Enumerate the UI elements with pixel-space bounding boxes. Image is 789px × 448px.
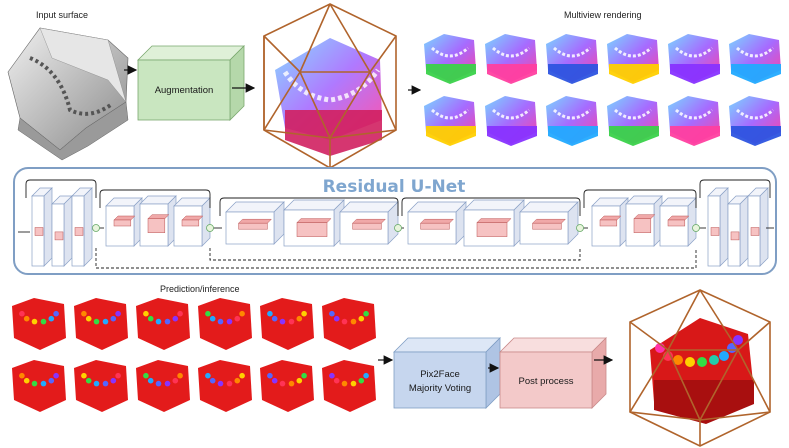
residual-add-node bbox=[576, 224, 584, 232]
prediction-label: Prediction/inference bbox=[160, 284, 240, 294]
prediction-thumbnail bbox=[12, 298, 66, 350]
prediction-thumbnail bbox=[322, 298, 376, 350]
layer-slab-vertical bbox=[71, 187, 93, 267]
layer-slab bbox=[339, 201, 399, 245]
multiview-thumbnail bbox=[424, 96, 476, 146]
prediction-thumbnail bbox=[198, 298, 252, 350]
prediction-thumbnail bbox=[260, 298, 314, 350]
prediction-thumbnail bbox=[74, 360, 128, 412]
post-process-box: Post process bbox=[499, 337, 607, 409]
multiview-thumbnail bbox=[607, 96, 659, 146]
layer-slab bbox=[591, 197, 629, 247]
layer-slab bbox=[659, 197, 697, 247]
unet-connections bbox=[18, 179, 774, 269]
prediction-thumbnail bbox=[260, 360, 314, 412]
majority-voting-label: Majority Voting bbox=[409, 383, 471, 394]
residual-add-node bbox=[92, 224, 100, 232]
residual-add-node bbox=[394, 224, 402, 232]
augmentation-label: Augmentation bbox=[155, 85, 214, 96]
unet-title: Residual U-Net bbox=[323, 177, 466, 197]
input-surface-jaw bbox=[7, 27, 129, 161]
pix2face-label: Pix2Face bbox=[420, 369, 460, 380]
layer-slab-vertical bbox=[747, 187, 769, 267]
augmentation-box: Augmentation bbox=[137, 45, 245, 121]
multiview-thumbnail bbox=[607, 34, 659, 84]
multiview-thumbnail bbox=[668, 96, 720, 146]
layer-slab-vertical bbox=[727, 195, 749, 267]
multiview-rendering-label: Multiview rendering bbox=[564, 10, 642, 20]
layer-slab-vertical bbox=[31, 187, 53, 267]
layer-slab bbox=[625, 195, 663, 247]
multiview-thumbnail bbox=[729, 34, 781, 84]
post-process-label: Post process bbox=[519, 376, 574, 387]
icosahedron-output bbox=[629, 289, 771, 447]
input-surface-label: Input surface bbox=[36, 10, 88, 20]
prediction-thumbnail bbox=[74, 298, 128, 350]
multiview-thumbnail bbox=[729, 96, 781, 146]
prediction-thumbnail bbox=[198, 360, 252, 412]
layer-slab bbox=[283, 199, 345, 247]
residual-add-node bbox=[206, 224, 214, 232]
layer-slab-vertical bbox=[51, 195, 73, 267]
prediction-thumbnail bbox=[322, 360, 376, 412]
pix2face-box: Pix2Face Majority Voting bbox=[393, 337, 501, 409]
multiview-thumbnail bbox=[485, 96, 537, 146]
multiview-thumbnail bbox=[546, 96, 598, 146]
layer-slab bbox=[225, 201, 285, 245]
multiview-thumbnail bbox=[485, 34, 537, 84]
layer-slab bbox=[173, 197, 211, 247]
multiview-thumbnail bbox=[424, 34, 476, 84]
unet-frame bbox=[13, 167, 777, 275]
multiview-grid bbox=[424, 34, 781, 146]
prediction-thumbnail bbox=[136, 298, 190, 350]
multiview-thumbnail bbox=[668, 34, 720, 84]
prediction-thumbnail bbox=[136, 360, 190, 412]
layer-slab-vertical bbox=[707, 187, 729, 267]
residual-add-node bbox=[692, 224, 700, 232]
unet-blocks bbox=[18, 179, 774, 269]
prediction-thumbnail bbox=[12, 360, 66, 412]
layer-slab bbox=[463, 199, 525, 247]
layer-slab bbox=[105, 197, 143, 247]
multiview-thumbnail bbox=[546, 34, 598, 84]
layer-slab bbox=[407, 201, 467, 245]
layer-slab bbox=[519, 201, 579, 245]
prediction-grid bbox=[12, 298, 376, 412]
layer-slab bbox=[139, 195, 177, 247]
icosahedron-render-top bbox=[263, 3, 397, 169]
